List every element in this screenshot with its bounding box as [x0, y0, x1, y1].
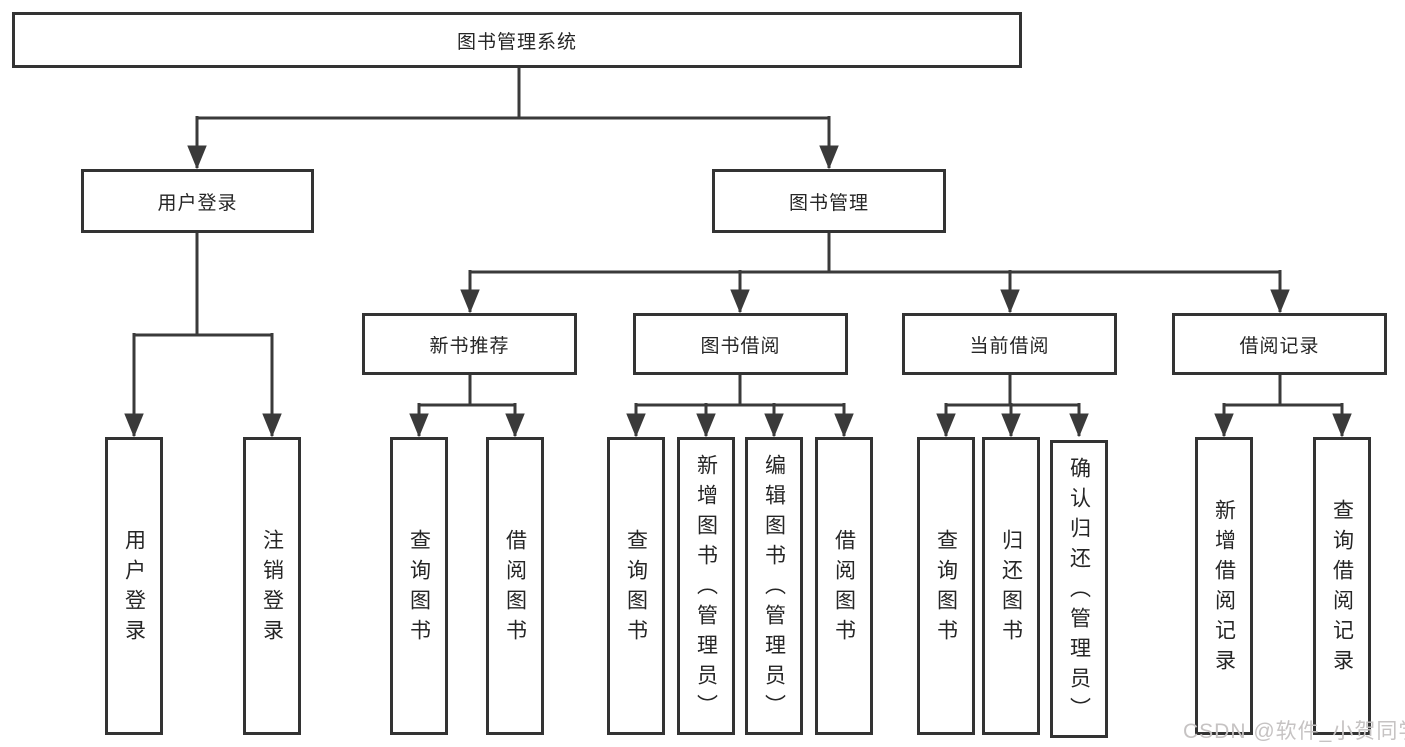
node-user-login: 用户登录 [81, 169, 314, 233]
node-borrowing-records: 借阅记录 [1172, 313, 1387, 375]
leaf-add-borrow-record: 新增借阅记录 [1195, 437, 1253, 735]
leaf-query-books-1: 查询图书 [390, 437, 448, 735]
node-book-borrowing: 图书借阅 [633, 313, 848, 375]
leaf-logout: 注销登录 [243, 437, 301, 735]
leaf-confirm-return-admin: 确认归还（管理员） [1050, 440, 1108, 738]
connector-user-login-children [133, 233, 274, 436]
connector-current-borrow-children [945, 375, 1081, 436]
connector-book-mgmt-children [469, 233, 1282, 312]
node-current-borrowing: 当前借阅 [902, 313, 1117, 375]
leaf-return-books: 归还图书 [982, 437, 1040, 735]
connector-root-to-level2 [196, 66, 831, 168]
connector-borrow-records-children [1223, 375, 1344, 436]
leaf-edit-books-admin: 编辑图书（管理员） [745, 437, 803, 735]
connector-book-borrow-children [635, 375, 846, 436]
leaf-user-login: 用户登录 [105, 437, 163, 735]
connector-new-books-children [418, 375, 517, 436]
leaf-add-books-admin: 新增图书（管理员） [677, 437, 735, 735]
leaf-borrow-books-2: 借阅图书 [815, 437, 873, 735]
leaf-query-books-2: 查询图书 [607, 437, 665, 735]
node-new-book-recommend: 新书推荐 [362, 313, 577, 375]
csdn-watermark: CSDN @软件_小贺同学 [1183, 720, 1405, 743]
node-system-root: 图书管理系统 [12, 12, 1022, 68]
leaf-borrow-books-1: 借阅图书 [486, 437, 544, 735]
node-book-management: 图书管理 [712, 169, 946, 233]
leaf-query-borrow-record: 查询借阅记录 [1313, 437, 1371, 735]
leaf-query-books-3: 查询图书 [917, 437, 975, 735]
